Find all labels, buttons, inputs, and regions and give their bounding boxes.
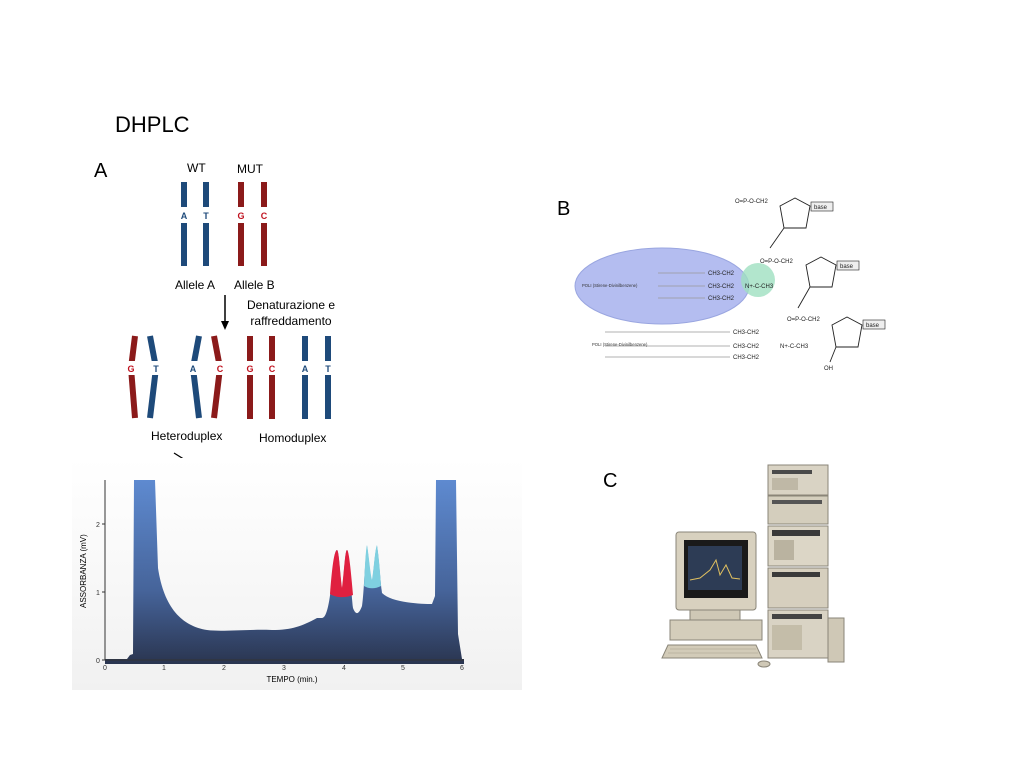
svg-text:0: 0: [103, 665, 107, 672]
svg-text:CH3-CH2: CH3-CH2: [733, 344, 760, 350]
svg-text:CH3-CH2: CH3-CH2: [708, 296, 735, 302]
svg-text:1: 1: [162, 665, 166, 672]
svg-text:C: C: [217, 364, 224, 374]
chromatogram-trace: [105, 480, 464, 664]
heteroduplex-ac: A C: [187, 335, 226, 419]
svg-text:G: G: [246, 364, 253, 374]
homoduplex-peaks: [364, 545, 381, 589]
svg-text:C: C: [269, 364, 276, 374]
y-axis-label: ASSORBANZA (mV): [79, 534, 88, 608]
svg-text:4: 4: [342, 665, 346, 672]
svg-text:CH3-CH2: CH3-CH2: [708, 284, 735, 290]
wt-base-t: T: [203, 211, 209, 221]
base-3: base: [866, 323, 880, 329]
allele-b-label: Allele B: [234, 278, 275, 292]
svg-text:N+-C-CH3: N+-C-CH3: [780, 344, 809, 350]
panel-a-label: A: [94, 160, 108, 182]
chemical-structure-diagram: POLI (Stirene-Divinilbenzene) CH3-CH2 CH…: [574, 197, 886, 372]
svg-text:CH3-CH2: CH3-CH2: [733, 355, 760, 361]
hplc-instrument-photo: [661, 464, 845, 668]
mut-strand-left: [238, 182, 244, 266]
svg-text:T: T: [325, 364, 331, 374]
svg-text:O=P-O-CH2: O=P-O-CH2: [735, 199, 769, 205]
oh-label: OH: [824, 366, 833, 372]
svg-text:2: 2: [222, 665, 226, 672]
homoduplex-at: A T: [299, 336, 334, 419]
base-1: base: [814, 205, 828, 211]
base-2: base: [840, 264, 854, 270]
svg-text:3: 3: [282, 665, 286, 672]
svg-text:O=P-O-CH2: O=P-O-CH2: [787, 317, 821, 323]
mut-base-g: G: [237, 211, 244, 221]
y-tick-2: 2: [96, 522, 100, 529]
chromatogram: 0 1 2 0 1 2 3 4 5 6 TEMPO (min.) ASSORBA…: [72, 458, 522, 690]
heteroduplex-peaks: [330, 550, 353, 598]
heteroduplex-label: Heteroduplex: [151, 429, 223, 443]
computer-monitor: [675, 531, 757, 621]
svg-text:5: 5: [401, 665, 405, 672]
mut-strand-right: [261, 182, 267, 266]
panel-b-label: B: [557, 198, 571, 220]
x-axis-label: TEMPO (min.): [266, 675, 317, 684]
polymer-label-1: POLI (Stirene-Divinilbenzene): [582, 283, 638, 288]
panel-c-label: C: [603, 470, 618, 492]
process-label-2: raffreddamento: [250, 314, 332, 328]
svg-text:A: A: [190, 364, 197, 374]
y-ticks: 0 1 2: [96, 522, 105, 665]
svg-text:N+-C-CH3: N+-C-CH3: [745, 284, 774, 290]
allele-a-label: Allele A: [175, 278, 216, 292]
mut-base-c: C: [261, 211, 268, 221]
mouse: [757, 660, 771, 668]
wt-strand-right: [203, 182, 209, 266]
svg-text:G: G: [127, 364, 134, 374]
x-ticks: 0 1 2 3 4 5 6: [103, 665, 464, 672]
svg-text:A: A: [302, 364, 309, 374]
keyboard: [661, 644, 763, 659]
heteroduplex-gt: G T: [125, 335, 162, 419]
svg-text:CH3-CH2: CH3-CH2: [708, 271, 735, 277]
hplc-stack: [767, 464, 845, 663]
wt-strand-left: [181, 182, 187, 266]
computer-base: [669, 619, 763, 641]
svg-text:CH3-CH2: CH3-CH2: [733, 330, 760, 336]
y-tick-0: 0: [96, 658, 100, 665]
slide-title: DHPLC: [115, 112, 190, 137]
wt-label: WT: [187, 161, 206, 175]
amine-highlight: [741, 263, 775, 297]
process-label-1: Denaturazione e: [246, 298, 336, 312]
wt-allele-strands: A T: [178, 182, 212, 266]
y-tick-1: 1: [96, 590, 100, 597]
homoduplex-label: Homoduplex: [259, 431, 327, 445]
svg-text:6: 6: [460, 665, 464, 672]
polymer-label-2: POLI (Stirene-Divinilbenzene): [592, 342, 648, 347]
homoduplex-gc: G C: [244, 336, 278, 419]
sugar-rings: [769, 197, 863, 363]
mut-label: MUT: [237, 162, 263, 176]
svg-text:O=P-O-CH2: O=P-O-CH2: [760, 259, 794, 265]
mut-allele-strands: G C: [235, 182, 270, 266]
wt-base-a: A: [181, 211, 188, 221]
svg-text:T: T: [153, 364, 159, 374]
